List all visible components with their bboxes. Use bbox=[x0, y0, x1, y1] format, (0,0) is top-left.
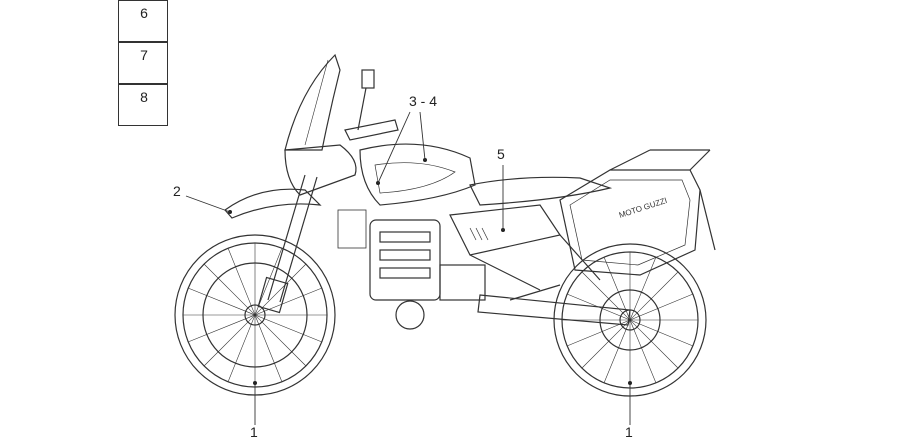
decal-marker-rear-rim bbox=[628, 381, 632, 385]
decal-marker-front-rim bbox=[253, 381, 257, 385]
front-fairing bbox=[284, 144, 357, 196]
frame bbox=[469, 234, 601, 301]
fuel-tank bbox=[359, 143, 476, 206]
part-box-6: 6 bbox=[118, 0, 168, 42]
engine bbox=[369, 219, 486, 330]
rear-wheel bbox=[553, 243, 707, 397]
radiator-grille bbox=[337, 209, 367, 249]
part-box-8: 8 bbox=[118, 84, 168, 126]
pannier-case bbox=[559, 149, 716, 276]
pannier-logo: MOTO GUZZI bbox=[618, 196, 668, 220]
leader-line-2 bbox=[185, 195, 231, 213]
swingarm bbox=[477, 294, 631, 326]
handlebar bbox=[344, 119, 399, 141]
callout-3-4: 3 - 4 bbox=[409, 93, 438, 109]
seat bbox=[469, 176, 613, 206]
front-wheel bbox=[174, 234, 336, 396]
callout-5: 5 bbox=[497, 146, 505, 162]
part-box-number: 8 bbox=[140, 89, 148, 105]
callout-1-rear: 1 bbox=[625, 424, 633, 440]
callout-1-front: 1 bbox=[250, 424, 258, 440]
leader-line-3-4b bbox=[419, 111, 426, 161]
part-box-number: 7 bbox=[140, 47, 148, 63]
windscreen bbox=[284, 53, 341, 151]
front-fork bbox=[257, 174, 318, 314]
callout-2: 2 bbox=[173, 183, 181, 199]
front-fender bbox=[224, 188, 322, 219]
leader-line-3-4 bbox=[377, 111, 411, 184]
part-box-7: 7 bbox=[118, 42, 168, 84]
part-box-number: 6 bbox=[140, 5, 148, 21]
mirror bbox=[357, 69, 375, 131]
